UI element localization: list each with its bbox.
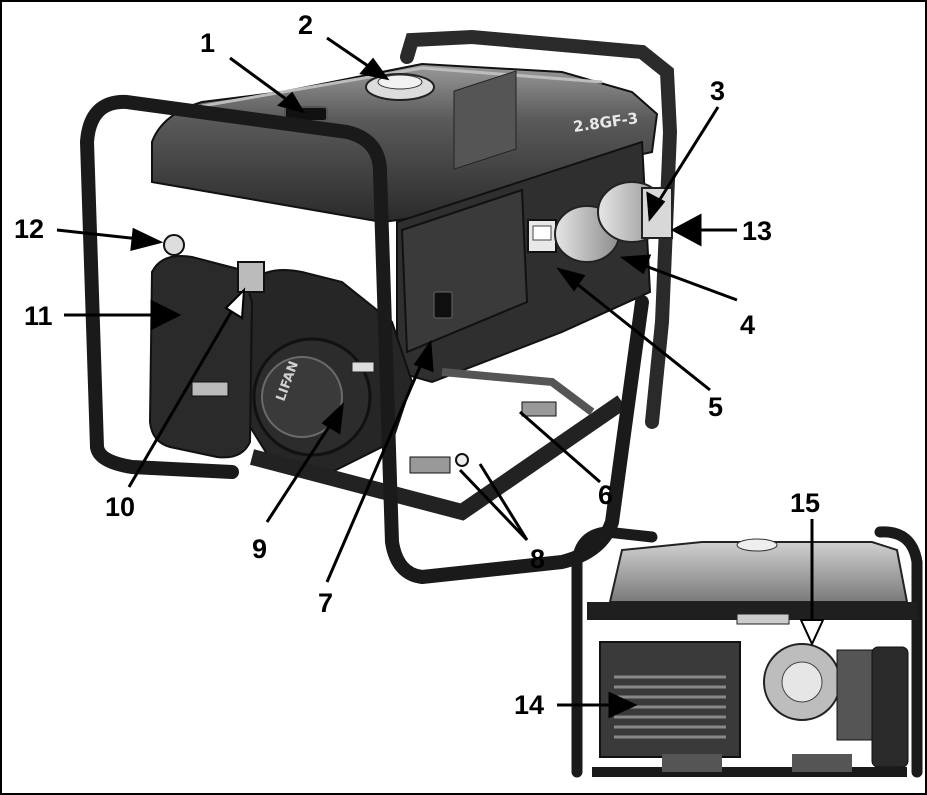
callout-10: 10 (105, 492, 135, 522)
leader-3 (655, 106, 720, 205)
leader-2 (326, 36, 375, 72)
leader-6 (519, 410, 601, 484)
arrowhead-2 (359, 57, 390, 81)
callout-leaders (56, 36, 825, 719)
ground-terminal (455, 453, 469, 467)
muffler-pipe (441, 368, 595, 416)
arrowhead-7 (413, 339, 434, 373)
leader-1 (229, 56, 291, 104)
inset-rear-view (571, 526, 923, 778)
inset-air-filter (871, 646, 909, 768)
air-filter-label (191, 381, 229, 397)
recoil-starter-cover (261, 356, 343, 438)
arrowhead-3 (646, 191, 666, 222)
arrowhead-13 (670, 213, 702, 247)
callout-12: 12 (14, 214, 44, 244)
tank-highlight (201, 66, 603, 108)
vibration-mount-1 (409, 456, 451, 474)
inset-carburetor (836, 649, 878, 741)
callout-7: 7 (318, 588, 333, 618)
callout-6: 6 (598, 480, 613, 510)
arrowhead-15 (799, 619, 825, 647)
inset-crossbar (587, 602, 917, 620)
inset-spark-plug-cover (781, 661, 823, 703)
control-panel (400, 188, 529, 354)
arrowhead-11 (150, 299, 182, 331)
inset-fuel-cap (736, 538, 778, 552)
voltmeter-dial (532, 225, 552, 241)
leader-4 (639, 262, 738, 302)
starter-handle (351, 361, 375, 373)
callout-numbers: 1 2 3 4 5 6 7 8 9 10 11 12 13 14 15 (14, 10, 820, 720)
oil-warning-knob (163, 234, 185, 256)
leader-9 (265, 421, 334, 523)
callout-15: 15 (790, 488, 820, 518)
leader-10 (127, 306, 236, 488)
callout-2: 2 (298, 10, 313, 40)
inset-foot (662, 754, 722, 772)
callout-4: 4 (740, 310, 755, 340)
callout-5: 5 (708, 392, 723, 422)
arrowhead-4 (619, 254, 652, 275)
arrowhead-5 (556, 267, 586, 292)
front-frame-tube (80, 94, 649, 584)
muffler-vents (614, 675, 726, 739)
inset-foot-2 (792, 754, 852, 772)
arrowhead-9 (321, 402, 344, 435)
inset-frame-right (874, 526, 923, 778)
main-generator-view: 2.8GF-3 LIFAN (80, 29, 678, 584)
rear-frame-tube (400, 29, 678, 429)
callout-1: 1 (200, 28, 215, 58)
callout-11: 11 (24, 301, 53, 331)
frame-bottom-left (90, 440, 239, 479)
arrowhead-12 (130, 227, 164, 251)
socket-cover (641, 187, 673, 239)
leader-8b (478, 463, 529, 541)
vibration-mount-2 (521, 401, 557, 417)
arrowhead-14 (608, 691, 638, 719)
panel-info-plate (453, 70, 517, 170)
base-rail (249, 395, 627, 521)
inset-plate (736, 613, 790, 625)
callout-14: 14 (514, 690, 544, 720)
arrowhead-10 (224, 287, 246, 320)
callout-13: 13 (742, 216, 772, 246)
callout-8: 8 (530, 544, 545, 574)
fuel-valve (237, 261, 265, 293)
leader-12 (56, 228, 141, 241)
inset-frame-left (571, 526, 658, 778)
callout-9: 9 (252, 534, 267, 564)
arrowhead-1 (276, 91, 306, 114)
callout-3: 3 (710, 76, 725, 106)
circuit-breaker (433, 291, 453, 319)
leader-8 (458, 468, 529, 542)
fuel-cap-top (377, 74, 423, 90)
leader-5 (571, 278, 711, 392)
leader-7 (325, 361, 424, 583)
